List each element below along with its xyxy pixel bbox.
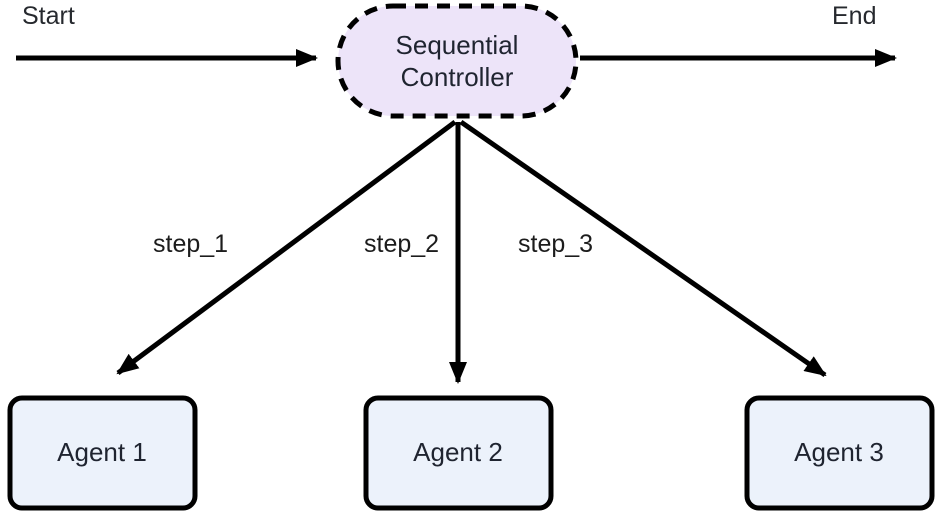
edge-step-1-arrow (116, 119, 457, 376)
edge-step-3-arrow (459, 119, 827, 378)
sequential-controller-node[interactable] (335, 3, 579, 119)
edge-step-1-label: step_1 (153, 230, 229, 258)
end-label: End (832, 2, 877, 30)
agent-2-node[interactable] (363, 395, 554, 511)
edge-step-2-label: step_2 (364, 230, 440, 258)
start-label: Start (22, 2, 75, 30)
edge-step-3-label: step_3 (518, 230, 594, 258)
agent-3-node[interactable] (744, 395, 935, 511)
agent-1-node[interactable] (7, 395, 198, 511)
